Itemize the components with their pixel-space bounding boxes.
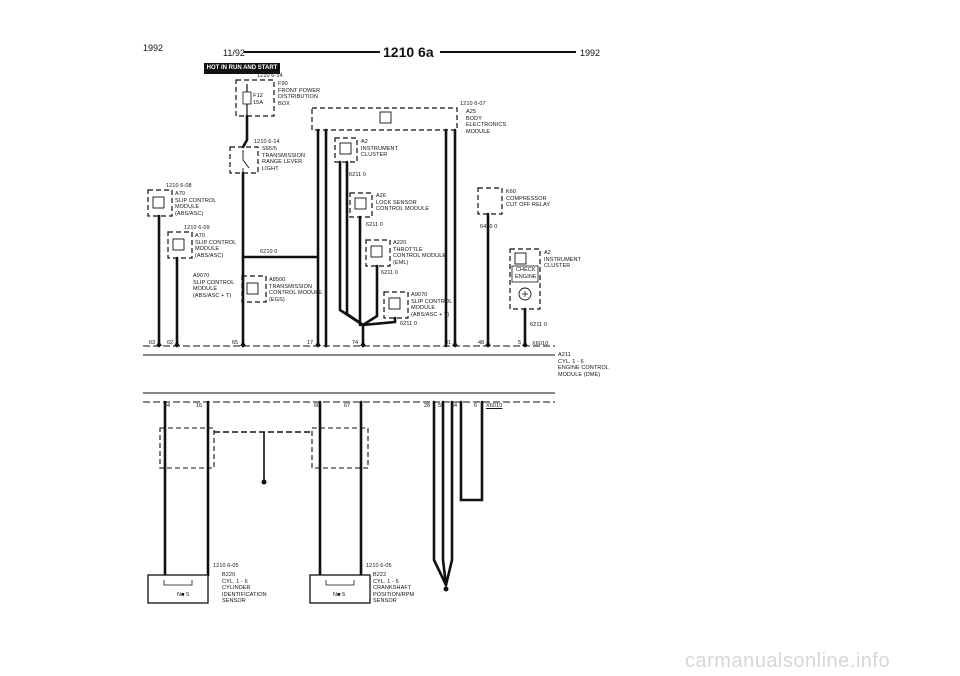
pin-16: 16 — [196, 403, 203, 409]
pin-5: 5 — [518, 340, 522, 346]
a220-ref: 6211 0 — [381, 270, 399, 276]
pin-48: 48 — [478, 340, 485, 346]
ground-point-left — [261, 479, 267, 485]
b220-connector-label: N■ 5 — [177, 592, 190, 598]
pin-81: 81 — [445, 340, 452, 346]
a25-module-symbol — [379, 111, 392, 124]
shield-b222 — [311, 427, 369, 469]
s65-label: S65/5 TRANSMISSION RANGE LEVER LIGHT — [262, 146, 306, 172]
fuse-f12-symbol — [242, 84, 252, 116]
pin-66: 66 — [314, 403, 321, 409]
a220-symbol — [370, 245, 383, 258]
pin-44: 44 — [164, 403, 171, 409]
a2-top-label: A2 INSTRUMENT CLUSTER — [361, 139, 399, 159]
pin-34: 34 — [451, 403, 458, 409]
a2-instrument-cluster-top — [334, 137, 358, 163]
fuse-f12-label: F12 15A — [253, 93, 264, 106]
a8500-symbol — [246, 282, 259, 295]
a70-1-label: A70 SLIP CONTROL MODULE (ABS/ASC) — [175, 191, 217, 217]
check-engine-lamp-icon — [518, 287, 532, 301]
ground-point-right — [443, 586, 449, 592]
b220-label: B220 CYL. 1 - 6 CYLINDER IDENTIFICATION … — [222, 572, 267, 605]
a9070-right-label: A9070 SLIP CONTROL MODULE (ABS/ASC + T) — [411, 292, 453, 318]
b222-connector-label: N■ 5 — [333, 592, 346, 598]
a25-label: A25 BODY ELECTRONICS MODULE — [466, 109, 507, 135]
pin-arrows — [156, 341, 528, 346]
a26-symbol — [354, 197, 367, 210]
pin-67: 67 — [344, 403, 351, 409]
a211-engine-control-module — [143, 345, 555, 403]
shield-b220 — [159, 427, 215, 469]
a26-lock-sensor-module — [349, 192, 373, 218]
s65-ref: 1210 6-14 — [254, 139, 280, 145]
a8500-transmission-control-module — [241, 275, 267, 303]
a25-body-electronics-module — [311, 107, 458, 131]
header-rule-right — [440, 51, 576, 53]
a70-2-symbol — [172, 238, 185, 251]
s65-switch-symbol — [242, 150, 250, 173]
pin-28: 28 — [424, 403, 431, 409]
x6010-bottom-label: X6010 — [486, 403, 503, 409]
a2-right-ref: 6211 0 — [530, 322, 548, 328]
a70-2-ref: 1210 6-09 — [184, 225, 210, 231]
hot-in-run-badge: HOT IN RUN AND START — [204, 63, 280, 74]
k60-ref: 6450 0 — [480, 224, 498, 230]
year-left: 1992 — [143, 43, 164, 53]
b220-cylinder-id-sensor — [147, 574, 209, 604]
date-code: 11/92 — [223, 48, 245, 58]
pin-63: 63 — [149, 340, 156, 346]
a2-top-ref: 6211 0 — [349, 172, 367, 178]
a220-throttle-control-module — [365, 239, 391, 267]
header-rule — [244, 51, 380, 53]
check-engine-label: CHECK ENGINE — [515, 267, 537, 280]
check-engine-box — [511, 265, 539, 283]
a25-ref: 1210 6-07 — [460, 101, 486, 107]
a211-label: A211 CYL. 1 - 6 ENGINE CONTROL MODULE (D… — [558, 352, 609, 378]
a220-label: A220 THROTTLE CONTROL MODULE (EML) — [393, 240, 447, 266]
a70-1-symbol — [152, 196, 165, 209]
a2-top-symbol — [339, 142, 352, 155]
a9070-right-ref: 6211 0 — [400, 321, 418, 327]
x6010-top-label: X6010 — [532, 341, 549, 347]
a70-slip-control-module-1 — [147, 189, 173, 217]
a26-label: A26 LOCK SENSOR CONTROL MODULE — [376, 193, 430, 213]
pin-6: 6 — [474, 403, 478, 409]
f90-power-distribution-box — [235, 79, 275, 117]
a70-slip-control-module-2 — [167, 231, 193, 259]
f90-label: F90 FRONT POWER DISTRIBUTION BOX — [278, 81, 321, 107]
k60-compressor-relay — [477, 187, 503, 215]
egs-ref: 6210 0 — [260, 249, 278, 255]
pin-17: 17 — [307, 340, 314, 346]
a9070-symbol — [388, 297, 401, 310]
a70-2-label: A70 SLIP CONTROL MODULE (ABS/ASC) — [195, 233, 237, 259]
a9070-slip-control-module — [383, 291, 409, 319]
b222-label: B222 CYL. 1 - 6 CRANKSHAFT POSITION/RPM … — [373, 572, 415, 605]
a70-1-ref: 1210 6-08 — [166, 183, 192, 189]
a26-ref: 6211 0 — [366, 222, 384, 228]
k60-label: K60 COMPRESSOR CUT OFF RELAY — [506, 189, 551, 209]
b222-ref: 1210 6-05 — [366, 563, 392, 569]
s65-range-lever-light — [229, 146, 259, 174]
f90-ref: 1210 6-14 — [257, 73, 283, 79]
a2-right-symbol — [514, 252, 527, 265]
a9070-left-label: A9070 SLIP CONTROL MODULE (ABS/ASC + T) — [193, 273, 235, 299]
pin-55: 55 — [438, 403, 445, 409]
pin-62: 62 — [167, 340, 174, 346]
b222-crankshaft-sensor — [309, 574, 371, 604]
year-right: 1992 — [580, 48, 601, 58]
b220-ref: 1210 6-05 — [213, 563, 239, 569]
a2-right-label: A2 INSTRUMENT CLUSTER — [544, 250, 582, 270]
wires — [157, 114, 527, 587]
page-title: 1210 6a — [383, 44, 434, 60]
a8500-label: A8500 TRANSMISSION CONTROL MODULE (EGS) — [269, 277, 323, 303]
pin-65: 65 — [232, 340, 239, 346]
pin-74: 74 — [352, 340, 359, 346]
watermark: carmanualsonline.info — [685, 650, 891, 672]
